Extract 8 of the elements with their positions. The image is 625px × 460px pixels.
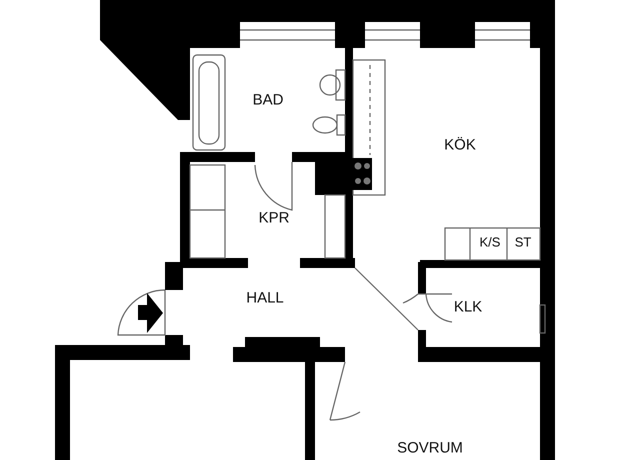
room-label: HALL [246,290,284,306]
cabinet-label: K/S [480,236,500,248]
room-label: SOVRUM [397,440,463,456]
room-label: KLK [454,300,482,314]
room-label: KPR [258,210,290,226]
room-label: BAD [252,92,284,108]
cabinet-label: ST [514,236,532,248]
room-label: KÖK [444,138,476,152]
